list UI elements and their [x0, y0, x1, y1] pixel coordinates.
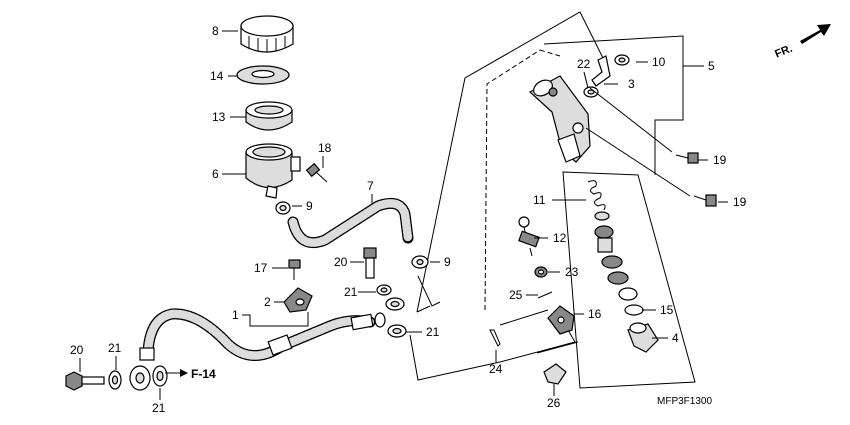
- front-direction-label: FR.: [773, 43, 794, 61]
- callout-11: 11: [533, 193, 546, 207]
- callout-8: 8: [212, 24, 219, 38]
- oil-bolt-lower-part: [65, 371, 105, 391]
- banjo-fitting-part: [129, 365, 151, 391]
- callout-7: 7: [367, 179, 374, 193]
- callout-1: 1: [232, 308, 239, 322]
- callout-12: 12: [553, 231, 567, 245]
- callout-22: 22: [577, 57, 591, 71]
- callout-4: 4: [672, 331, 679, 345]
- callout-14: 14: [210, 69, 224, 83]
- reservoir-body-part: [245, 143, 301, 199]
- callout-21-a: 21: [344, 285, 358, 299]
- callout-19-upper: 19: [713, 153, 727, 167]
- callout-5: 5: [708, 59, 715, 73]
- callout-16: 16: [588, 307, 602, 321]
- front-direction-arrow-icon: [800, 24, 831, 44]
- bolt-18-part: [305, 162, 328, 183]
- brake-hose-part: [139, 308, 386, 361]
- bolt-17-part: [288, 259, 301, 280]
- callout-19-lower: 19: [733, 195, 747, 209]
- sealing-washer-e-part: [152, 365, 168, 387]
- sealing-washer-a-part: [376, 284, 392, 296]
- callout-2: 2: [264, 295, 271, 309]
- cotter-pin-part: [489, 329, 501, 347]
- callout-24: 24: [489, 362, 503, 376]
- mounting-bolt-upper-part: [589, 87, 699, 164]
- o-ring-part: [583, 86, 599, 98]
- callout-25: 25: [509, 288, 523, 302]
- sealing-washer-d-part: [108, 370, 122, 390]
- callout-9-upper: 9: [306, 199, 313, 213]
- push-rod-part: [518, 216, 540, 257]
- snap-ring-part: [624, 304, 644, 316]
- callout-17: 17: [254, 261, 268, 275]
- leader-lines: [79, 30, 728, 400]
- callout-9-lower: 9: [444, 255, 451, 269]
- callout-20-upper: 20: [334, 255, 348, 269]
- callout-3: 3: [628, 77, 635, 91]
- reservoir-hose-part: [287, 197, 414, 249]
- hose-clamp-upper-part: [275, 201, 291, 215]
- hose-clamp-lower-part: [411, 255, 429, 269]
- callout-18: 18: [318, 141, 332, 155]
- mounting-bolt-lower-part: [585, 127, 717, 207]
- joint-pin-part: [537, 291, 553, 299]
- diaphragm-plate-part: [236, 65, 290, 85]
- callout-15: 15: [660, 303, 674, 317]
- callout-20-lower: 20: [70, 343, 84, 357]
- diaphragm-part: [245, 101, 293, 131]
- reference-f14[interactable]: F-14: [191, 367, 216, 381]
- callout-labels: 8 14 13 6 18 9 7 9 17 20 21 21 2 1 20 21…: [70, 24, 747, 415]
- callout-10: 10: [652, 55, 666, 69]
- sealing-washer-c-part: [387, 324, 407, 338]
- hose-joint-part: [591, 55, 611, 87]
- hose-bracket-part: [283, 287, 313, 313]
- callout-21-d: 21: [152, 401, 166, 415]
- circlip-part: [614, 54, 630, 66]
- callout-6: 6: [212, 167, 219, 181]
- boot-part: [627, 322, 659, 353]
- master-cylinder-part: [528, 75, 591, 163]
- callout-13: 13: [212, 110, 226, 124]
- sealing-washer-b-part: [385, 297, 405, 311]
- rod-cap-part: [543, 363, 567, 385]
- diagram-code: MFP3F1300: [657, 396, 712, 407]
- lock-nut-part: [534, 266, 548, 278]
- clevis-part: [547, 305, 575, 335]
- reservoir-cap-part: [240, 15, 294, 53]
- callout-21-c: 21: [108, 341, 122, 355]
- callout-23: 23: [565, 265, 579, 279]
- callout-21-b: 21: [426, 325, 440, 339]
- callout-26: 26: [547, 396, 561, 410]
- oil-bolt-upper-part: [363, 247, 377, 279]
- spring-part: [587, 180, 606, 211]
- assembly-frame-lines: [409, 11, 704, 389]
- piston-kit-part: [594, 211, 638, 301]
